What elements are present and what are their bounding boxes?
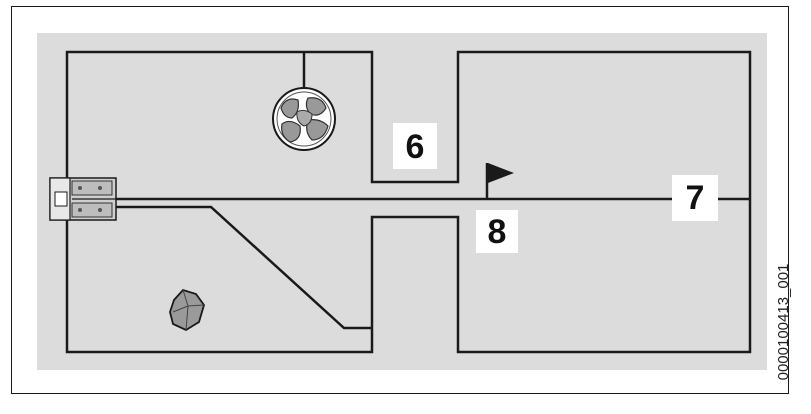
label-guide-7-text: 7	[686, 179, 705, 217]
document-code: 0000100413_001	[775, 264, 792, 381]
label-guide-7: 7	[672, 175, 718, 221]
lawn-area	[37, 33, 767, 370]
rock-icon	[169, 288, 205, 332]
label-guide-8-text: 8	[488, 213, 507, 251]
tree-icon	[272, 87, 336, 151]
label-area-6-text: 6	[406, 128, 425, 166]
flag-icon	[485, 163, 514, 199]
boundary-wire	[65, 50, 752, 354]
label-area-6: 6	[393, 123, 437, 169]
label-guide-8: 8	[476, 210, 518, 253]
charging-station-icon	[49, 177, 117, 221]
guide-wire-secondary	[116, 205, 372, 330]
